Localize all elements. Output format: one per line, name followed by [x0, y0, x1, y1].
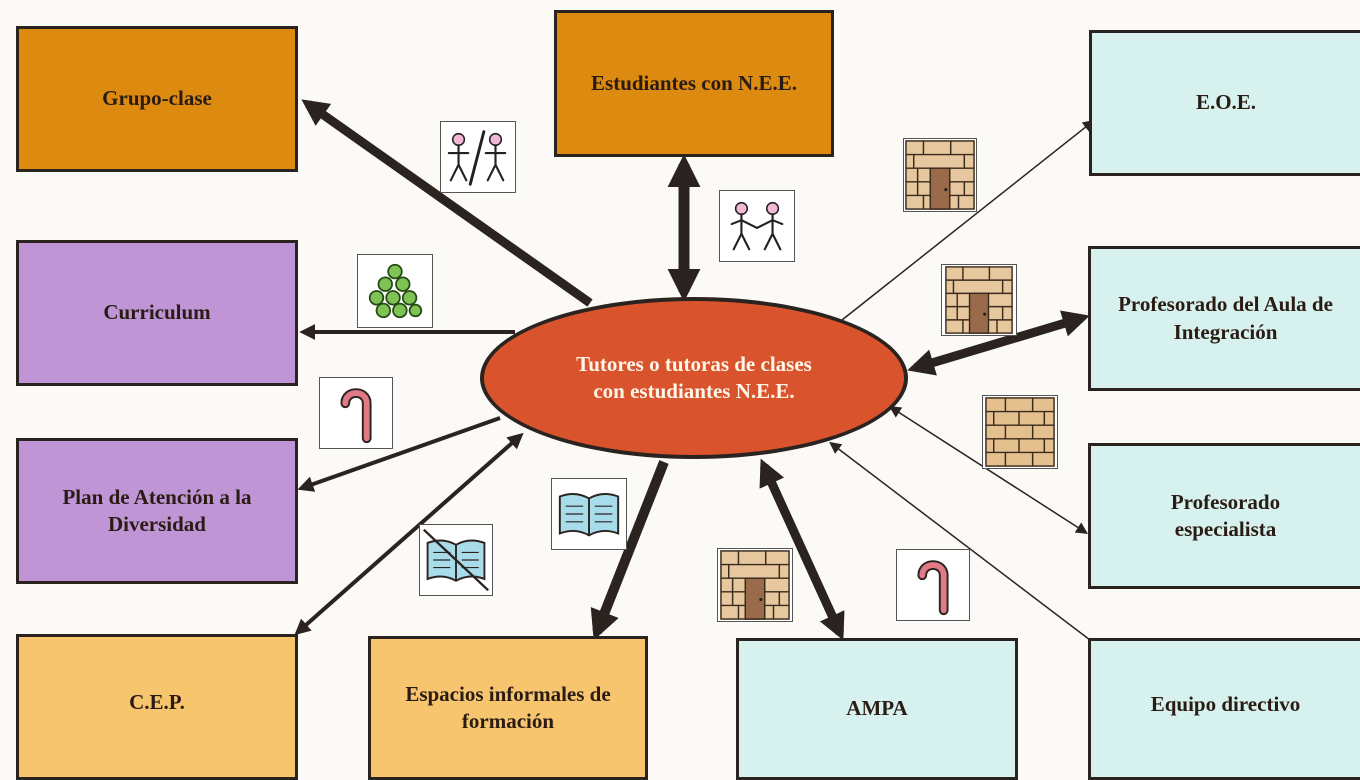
node-espacios-informales: Espacios informales de formación — [368, 636, 648, 780]
node-plan-atencion-label: Plan de Atención a la Diversidad — [62, 484, 252, 536]
node-profesorado-especialista-label: Profesorado especialista — [1170, 489, 1281, 541]
edge-grupo-clase — [301, 99, 593, 307]
node-profesorado-especialista: Profesorado especialista — [1088, 443, 1360, 589]
node-eoe-label: E.O.E. — [1195, 90, 1257, 115]
grapes-icon — [357, 254, 433, 328]
center-node-label: Tutores o tutoras de clases con estudian… — [576, 351, 812, 403]
edge-profesorado-especialista — [888, 406, 1089, 534]
node-grupo-clase-label: Grupo-clase — [102, 86, 212, 111]
node-grupo-clase: Grupo-clase — [16, 26, 298, 172]
wall-with-door-icon — [903, 138, 977, 212]
node-plan-atencion: Plan de Atención a la Diversidad — [16, 438, 298, 584]
node-eoe: E.O.E. — [1089, 30, 1360, 176]
node-ampa: AMPA — [736, 638, 1018, 780]
node-estudiantes-nee: Estudiantes con N.E.E. — [554, 10, 834, 157]
walking-cane-icon — [319, 377, 393, 449]
people-holding-hands-icon — [719, 190, 795, 262]
node-cep-label: C.E.P. — [129, 690, 185, 714]
node-cep: C.E.P. — [16, 634, 298, 780]
node-equipo-directivo: Equipo directivo — [1088, 638, 1360, 780]
edge-profesorado-aula — [907, 310, 1090, 376]
wall-with-door-icon — [717, 548, 793, 622]
crossed-out-book-icon — [419, 524, 493, 596]
node-espacios-informales-label: Espacios informales de formación — [405, 681, 611, 733]
node-profesorado-aula: Profesorado del Aula de Integración — [1088, 246, 1360, 391]
node-profesorado-aula-label: Profesorado del Aula de Integración — [1118, 292, 1333, 344]
edge-ampa — [759, 458, 845, 641]
edge-espacios-informales — [590, 460, 669, 641]
open-book-icon — [551, 478, 627, 550]
node-equipo-directivo-label: Equipo directivo — [1150, 692, 1301, 716]
node-curriculum-label: Curriculum — [103, 300, 211, 325]
node-ampa-label: AMPA — [846, 696, 908, 721]
brick-wall-icon — [982, 395, 1058, 469]
edge-equipo-directivo — [829, 441, 1091, 641]
node-estudiantes-nee-label: Estudiantes con N.E.E. — [591, 70, 797, 95]
wall-with-door-icon — [941, 264, 1017, 336]
edge-cep — [294, 432, 524, 636]
people-separated-icon — [440, 121, 516, 193]
node-curriculum: Curriculum — [16, 240, 298, 386]
edge-eoe — [841, 119, 1095, 321]
center-node: Tutores o tutoras de clases con estudian… — [480, 297, 908, 459]
walking-cane-icon — [896, 549, 970, 621]
